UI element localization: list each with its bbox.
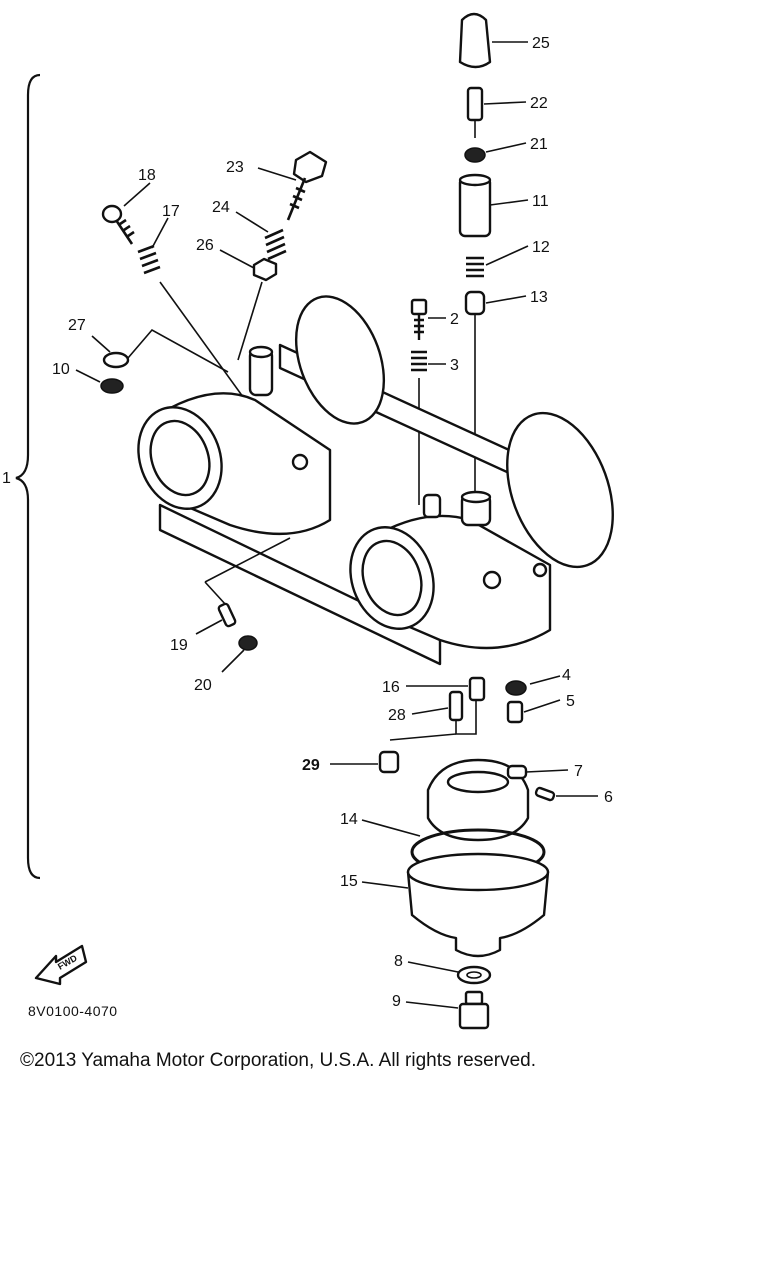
- callout-1: 1: [2, 470, 11, 487]
- callout-23: 23: [226, 159, 244, 176]
- part-8-gasket: [456, 965, 492, 985]
- callout-20: 20: [194, 677, 212, 694]
- callout-8: 8: [394, 953, 403, 970]
- callout-19: 19: [170, 637, 188, 654]
- part-27-washer: [102, 328, 229, 373]
- callout-12: 12: [532, 239, 550, 256]
- part-3-spring: [411, 350, 427, 505]
- part-28-jet: [389, 690, 477, 741]
- part-18-screw: [101, 204, 135, 245]
- callout-7: 7: [574, 763, 583, 780]
- carburetor-exploded-diagram: 1: [2, 12, 614, 1030]
- callout-2: 2: [450, 311, 459, 328]
- part-4-washer: [505, 680, 527, 696]
- part-6-pin: [534, 786, 556, 802]
- part-22-needle: [466, 86, 484, 138]
- part-10-nut: [100, 378, 124, 394]
- callout-15: 15: [340, 873, 358, 890]
- part-11-holder: [458, 173, 492, 238]
- callout-11: 11: [532, 193, 549, 210]
- part-29-jet: [378, 750, 400, 774]
- callout-22: 22: [530, 95, 548, 112]
- part-9-drain-bolt: [458, 990, 490, 1030]
- callout-13: 13: [530, 289, 548, 306]
- part-20-washer: [238, 635, 258, 651]
- callout-9: 9: [392, 993, 401, 1010]
- part-7-float: [426, 758, 530, 842]
- callout-10: 10: [52, 361, 70, 378]
- copyright-notice: ©2013 Yamaha Motor Corporation, U.S.A. A…: [20, 1050, 536, 1071]
- part-23-adjust-screw: [286, 150, 328, 221]
- part-13-float-needle: [464, 290, 486, 495]
- callout-24: 24: [212, 199, 230, 216]
- callout-16: 16: [382, 679, 400, 696]
- part-5-screw: [506, 700, 524, 724]
- part-24-spring: [264, 228, 287, 261]
- callout-29: 29: [302, 757, 320, 774]
- callout-14: 14: [340, 811, 358, 828]
- callout-3: 3: [450, 357, 459, 374]
- callout-5: 5: [566, 693, 575, 710]
- callout-4: 4: [562, 667, 571, 684]
- fwd-arrow-icon: [34, 944, 88, 986]
- group-brace: [15, 73, 41, 880]
- part-19-pin: [204, 537, 291, 628]
- leader-lines: [75, 41, 598, 1009]
- part-16-jet: [468, 676, 486, 702]
- part-12-spring: [466, 256, 484, 278]
- callout-27: 27: [68, 317, 86, 334]
- part-15-float-bowl: [406, 852, 550, 958]
- part-2-screw: [410, 298, 428, 340]
- callout-26: 26: [196, 237, 214, 254]
- callout-18: 18: [138, 167, 156, 184]
- callout-25: 25: [532, 35, 550, 52]
- callout-21: 21: [530, 136, 548, 153]
- callout-17: 17: [162, 203, 180, 220]
- part-21-nut: [464, 147, 486, 163]
- callout-28: 28: [388, 707, 406, 724]
- carburetor-body: [137, 295, 614, 666]
- part-26-nut: [237, 257, 278, 361]
- drawing-code: 8V0100-4070: [28, 1003, 118, 1019]
- part-25-cap: [458, 12, 492, 69]
- callout-6: 6: [604, 789, 613, 806]
